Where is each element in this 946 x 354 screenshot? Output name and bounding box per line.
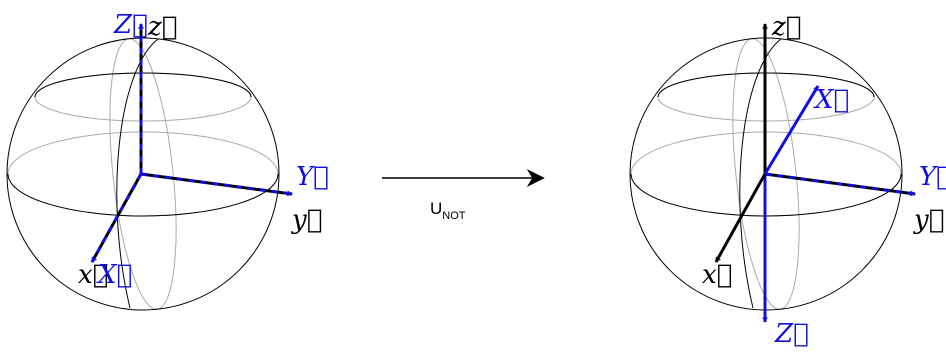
bloch-sphere-after: z⃗ X⃗ Y⃗ y⃗ x⃗ Z⃗ xyxy=(629,12,946,349)
rot-y-axis xyxy=(764,172,916,197)
label-rot-x-after: X⃗ xyxy=(813,85,849,115)
meridian-front xyxy=(116,38,159,309)
label-lab-z-after: z⃗ xyxy=(771,12,801,42)
rot-y-axis xyxy=(140,172,293,197)
label-rot-y-after: Y⃗ xyxy=(919,162,946,192)
label-lab-x-after: x⃗ xyxy=(702,260,732,290)
lab-x-axis xyxy=(714,173,767,263)
operator-label: UNOT xyxy=(430,199,466,222)
label-lab-y-after: y⃗ xyxy=(913,205,944,235)
label-rot-y-before: Y⃗ xyxy=(296,162,329,192)
latitude-upper-front xyxy=(34,72,252,98)
label-rot-z-before: Z⃗ xyxy=(113,10,148,40)
operator-main: U xyxy=(430,199,442,218)
bloch-sphere-before: Z⃗ z⃗ Y⃗ y⃗ x⃗ X⃗ xyxy=(6,10,329,311)
label-rot-x-before: X⃗ xyxy=(96,260,132,290)
rot-x-axis xyxy=(763,85,820,175)
operator-subscript: NOT xyxy=(442,210,466,222)
sphere-outline xyxy=(6,37,280,311)
label-lab-y-before: y⃗ xyxy=(291,205,322,235)
operator-transition: UNOT xyxy=(382,169,545,222)
label-lab-z-before: z⃗ xyxy=(147,12,177,42)
rot-x-axis xyxy=(90,173,143,263)
label-lab-x-before: x⃗ xyxy=(78,260,108,290)
equator-front xyxy=(7,173,279,217)
label-rot-z-after: Z⃗ xyxy=(774,319,809,349)
meridian-front xyxy=(739,38,782,309)
